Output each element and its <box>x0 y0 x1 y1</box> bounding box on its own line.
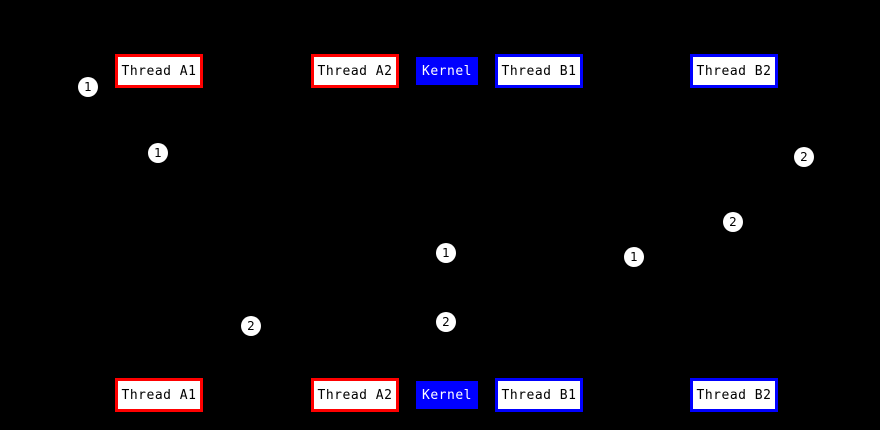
participant-label: Thread A2 <box>317 387 393 403</box>
step-marker-label: 1 <box>630 250 638 264</box>
step-marker-2: 2 <box>723 212 743 232</box>
participant-box-kernel-top[interactable]: Kernel <box>416 57 478 85</box>
participant-label: Thread B1 <box>501 63 577 79</box>
participant-box-thread-a2-top[interactable]: Thread A2 <box>311 54 399 88</box>
step-marker-1: 1 <box>148 143 168 163</box>
step-marker-label: 2 <box>442 315 450 329</box>
message-1 <box>159 107 355 113</box>
step-marker-1: 1 <box>78 77 98 97</box>
participant-box-thread-a1-bottom[interactable]: Thread A1 <box>115 378 203 412</box>
step-marker-2: 2 <box>241 316 261 336</box>
step-marker-label: 1 <box>154 146 162 160</box>
participant-label: Thread B2 <box>696 387 772 403</box>
participant-label: Thread A2 <box>317 63 393 79</box>
participant-label: Kernel <box>422 63 472 79</box>
participant-label: Thread A1 <box>121 387 197 403</box>
step-marker-label: 2 <box>729 215 737 229</box>
participant-label: Thread A1 <box>121 63 197 79</box>
step-marker-2: 2 <box>436 312 456 332</box>
step-marker-label: 2 <box>800 150 808 164</box>
participant-label: Thread B2 <box>696 63 772 79</box>
step-marker-1: 1 <box>436 243 456 263</box>
step-marker-1: 1 <box>624 247 644 267</box>
participant-box-thread-b2-bottom[interactable]: Thread B2 <box>690 378 778 412</box>
participant-box-thread-a2-bottom[interactable]: Thread A2 <box>311 378 399 412</box>
message-3 <box>447 212 734 218</box>
message-5 <box>159 342 355 348</box>
lifeline-thread-a2 <box>355 88 356 378</box>
lifeline-kernel <box>447 85 448 381</box>
participant-box-thread-a1-top[interactable]: Thread A1 <box>115 54 203 88</box>
message-2 <box>355 177 447 183</box>
message-4 <box>447 282 539 288</box>
step-marker-label: 2 <box>247 319 255 333</box>
lifeline-thread-b1 <box>539 88 540 378</box>
participant-box-thread-b2-top[interactable]: Thread B2 <box>690 54 778 88</box>
step-marker-2: 2 <box>794 147 814 167</box>
lifeline-thread-a1 <box>159 88 160 378</box>
participant-label: Kernel <box>422 387 472 403</box>
lifeline-thread-b2 <box>734 88 735 378</box>
participant-box-kernel-bottom[interactable]: Kernel <box>416 381 478 409</box>
step-marker-label: 1 <box>442 246 450 260</box>
participant-box-thread-b1-top[interactable]: Thread B1 <box>495 54 583 88</box>
participant-box-thread-b1-bottom[interactable]: Thread B1 <box>495 378 583 412</box>
step-marker-label: 1 <box>84 80 92 94</box>
participant-label: Thread B1 <box>501 387 577 403</box>
